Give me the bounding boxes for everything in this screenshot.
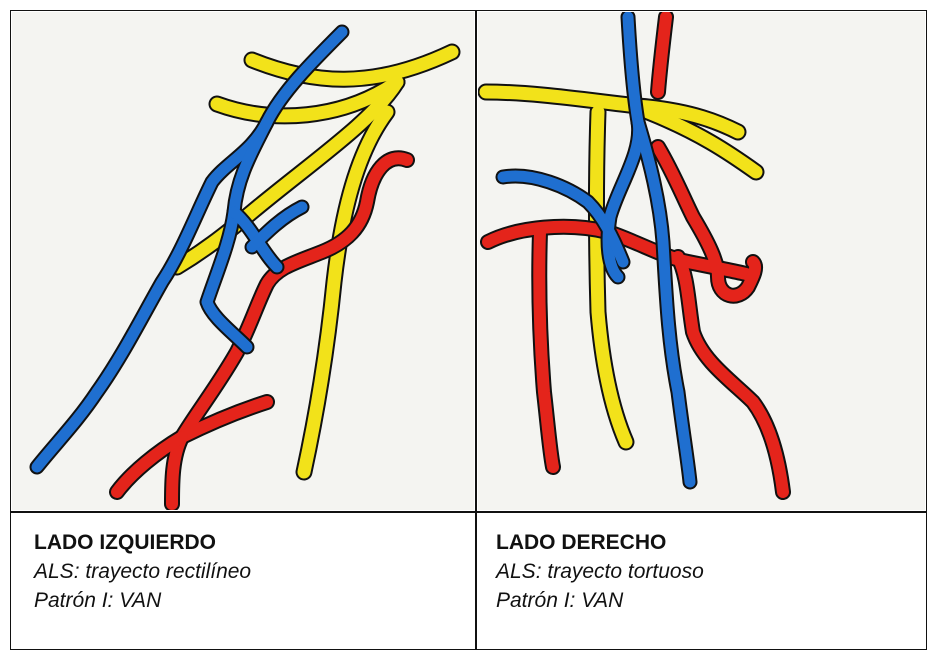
panel-divider-horizontal <box>10 511 927 513</box>
left-caption-als: ALS: trayecto rectilíneo <box>34 557 251 586</box>
right-side-drawing <box>478 12 925 510</box>
left-caption-title: LADO IZQUIERDO <box>34 528 251 557</box>
right-vessel-sketch <box>478 12 925 510</box>
left-caption-pattern: Patrón I: VAN <box>34 586 251 615</box>
left-caption: LADO IZQUIERDO ALS: trayecto rectilíneo … <box>34 528 251 615</box>
panel-divider-vertical <box>475 10 477 650</box>
right-caption-pattern: Patrón I: VAN <box>496 586 704 615</box>
right-caption-title: LADO DERECHO <box>496 528 704 557</box>
right-caption-als: ALS: trayecto tortuoso <box>496 557 704 586</box>
left-side-drawing <box>12 12 474 510</box>
left-vessel-sketch <box>12 12 474 510</box>
right-caption: LADO DERECHO ALS: trayecto tortuoso Patr… <box>496 528 704 615</box>
